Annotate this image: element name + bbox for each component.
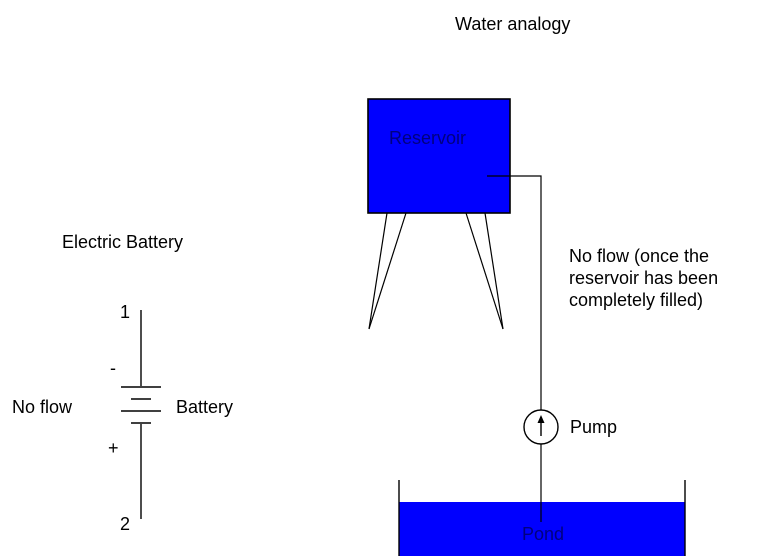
pump-icon: [523, 409, 559, 445]
pump-label: Pump: [570, 417, 617, 437]
pond-label: Pond: [522, 524, 564, 544]
no-flow-line-2: reservoir has been: [569, 268, 718, 288]
reservoir-tank: [367, 98, 511, 214]
no-flow-water-label: No flow (once the reservoir has been com…: [569, 246, 723, 310]
electric-title: Electric Battery: [62, 232, 183, 252]
water-pipe: [487, 175, 542, 410]
water-title: Water analogy: [455, 14, 570, 34]
reservoir-label: Reservoir: [389, 128, 466, 148]
battery-label: Battery: [176, 397, 233, 417]
minus-label: -: [110, 358, 116, 378]
terminal-1-label: 1: [120, 302, 130, 322]
reservoir-legs: [368, 212, 504, 330]
terminal-2-label: 2: [120, 514, 130, 534]
pond-water: [399, 502, 685, 556]
no-flow-battery-label: No flow: [12, 397, 73, 417]
no-flow-line-1: No flow (once the: [569, 246, 709, 266]
no-flow-line-3: completely filled): [569, 290, 703, 310]
battery-symbol: [121, 386, 161, 424]
plus-label: +: [108, 438, 119, 458]
